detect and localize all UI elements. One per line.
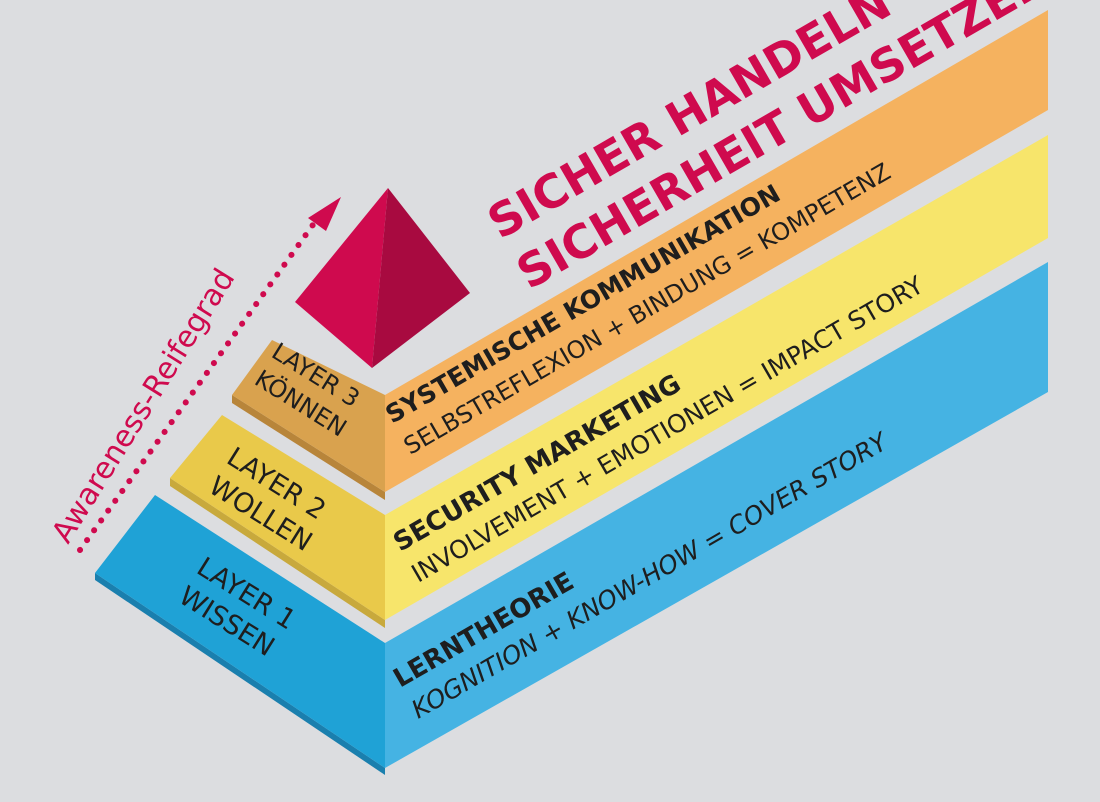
layer-2-side-face [170,415,385,620]
pyramid-tip-left-face [295,188,388,368]
pyramid-tip-right-face [372,188,470,368]
layer-2-front-face [385,135,1048,620]
layer-3-front-face [385,10,1048,492]
awareness-arrow [77,197,341,553]
layer-1-shadow [95,573,385,775]
layer-1-front-face [385,262,1048,768]
layer-3 [232,10,1048,500]
layer-2-shadow [170,478,385,628]
awareness-arrow-head-icon [308,197,341,231]
layer-3-shadow [232,395,385,500]
layer-1 [95,262,1048,775]
pyramid-tip [295,188,470,368]
layer-1-side-face [95,495,385,768]
layer-2 [170,135,1048,628]
layer-3-side-face [232,340,385,492]
awareness-arrow-dotted-line [77,219,318,553]
